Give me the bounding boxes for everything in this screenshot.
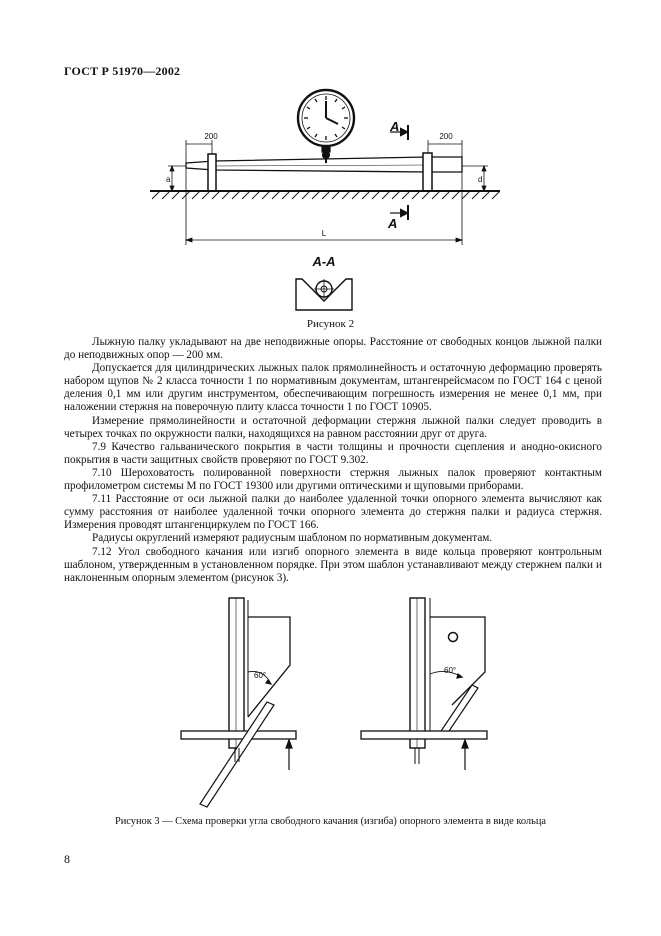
figure-3-left-view xyxy=(180,597,297,808)
section-view-title: A-A xyxy=(311,254,335,269)
section-mark-bottom-arrow xyxy=(390,205,410,220)
paragraph: 7.10 Шероховатость полированной поверхно… xyxy=(64,466,602,493)
section-mark-top-label: A xyxy=(389,119,399,134)
dial-gauge-icon xyxy=(296,88,356,163)
left-support xyxy=(207,153,217,192)
section-mark-bottom-label: A xyxy=(387,216,397,231)
figure-3-right-view xyxy=(360,597,488,770)
paragraph: Допускается для цилиндрических лыжных па… xyxy=(64,362,602,414)
paragraph: Радиусы округлений измеряют радиусным ша… xyxy=(92,532,493,545)
dim-label-left-height: a xyxy=(166,175,171,184)
ski-pole-shape xyxy=(185,156,463,173)
paragraph: 7.12 Угол свободного качания или изгиб о… xyxy=(64,545,602,584)
figure-2-drawing: 200 200 a d L A A A-A xyxy=(150,88,501,311)
figure-3-drawing: 60° 60° xyxy=(180,597,488,808)
paragraph: 7.11 Расстояние от оси лыжной палки до н… xyxy=(64,493,602,532)
right-support xyxy=(422,152,433,192)
base-plate xyxy=(150,190,501,200)
dim-label-length: L xyxy=(322,229,327,238)
page-number: 8 xyxy=(64,852,70,866)
paragraph: Измерение прямолинейности и остаточной д… xyxy=(64,414,602,440)
section-mark-top-arrow xyxy=(390,125,410,140)
dimension-lines xyxy=(168,140,488,245)
dim-label-left-end: 200 xyxy=(204,132,218,141)
body-text: Лыжную палку укладывают на две неподвижн… xyxy=(64,336,602,585)
angle-label-left: 60° xyxy=(254,671,266,680)
paragraph: 7.9 Качество гальванического покрытия в … xyxy=(64,440,602,466)
dim-label-right-height: d xyxy=(478,175,482,184)
section-view-drawing xyxy=(295,278,353,311)
figure-3-caption: Рисунок 3 — Схема проверки угла свободно… xyxy=(114,816,547,827)
figure-2-caption: Рисунок 2 xyxy=(306,318,355,330)
angle-label-right: 60° xyxy=(444,666,456,675)
dim-label-right-end: 200 xyxy=(439,132,453,141)
paragraph: Лыжную палку укладывают на две неподвижн… xyxy=(64,336,602,362)
document-code: ГОСТ Р 51970—2002 xyxy=(64,64,181,78)
